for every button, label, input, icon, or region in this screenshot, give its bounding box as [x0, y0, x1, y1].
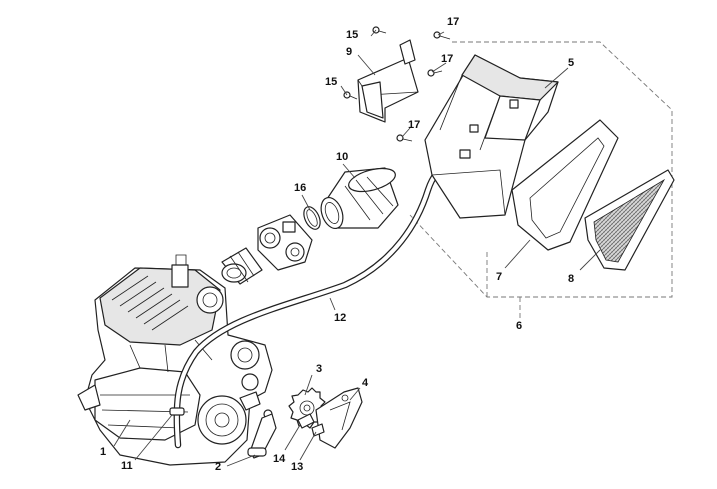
callout-10: 10 [336, 151, 348, 163]
callout-17-top: 17 [447, 16, 459, 28]
callout-2: 2 [215, 461, 221, 473]
callout-9: 9 [346, 46, 352, 58]
callout-8: 8 [568, 273, 574, 285]
mounting-bracket [357, 39, 419, 123]
callout-5: 5 [568, 57, 574, 69]
air-filter-element [584, 169, 675, 271]
shift-lever [247, 413, 277, 459]
callout-7: 7 [496, 271, 502, 283]
callout-1: 1 [100, 446, 106, 458]
engine-assembly [77, 254, 273, 466]
callout-6: 6 [516, 320, 522, 332]
callout-15-lower: 15 [325, 76, 337, 88]
screw-17-low [396, 134, 413, 142]
throttle-body [257, 214, 313, 271]
intake-duct [320, 167, 399, 230]
clamp-ring [303, 206, 321, 230]
hose-clamp [169, 407, 185, 416]
screw-17-top [433, 31, 451, 40]
callout-3: 3 [316, 363, 322, 375]
callout-16: 16 [294, 182, 306, 194]
screw-17-mid [427, 69, 443, 77]
screw-15-upper [372, 26, 387, 34]
filter-frame [511, 119, 619, 251]
callout-15-upper: 15 [346, 29, 358, 41]
airbox-assembly-outline [409, 41, 673, 318]
intake-boot [221, 247, 263, 285]
callout-11: 11 [121, 460, 133, 472]
callout-12: 12 [334, 312, 346, 324]
breather-hose [173, 162, 452, 449]
callout-17-low: 17 [408, 119, 420, 131]
callout-labels: 1 2 3 4 5 6 7 8 9 10 11 12 13 14 15 15 1… [100, 16, 574, 473]
air-box [424, 54, 559, 219]
callout-17-mid: 17 [441, 53, 453, 65]
callout-4: 4 [362, 377, 369, 389]
sprocket-cover [315, 387, 363, 449]
callout-13: 13 [291, 461, 303, 473]
callout-14: 14 [273, 453, 286, 465]
leader-lines [113, 29, 601, 467]
